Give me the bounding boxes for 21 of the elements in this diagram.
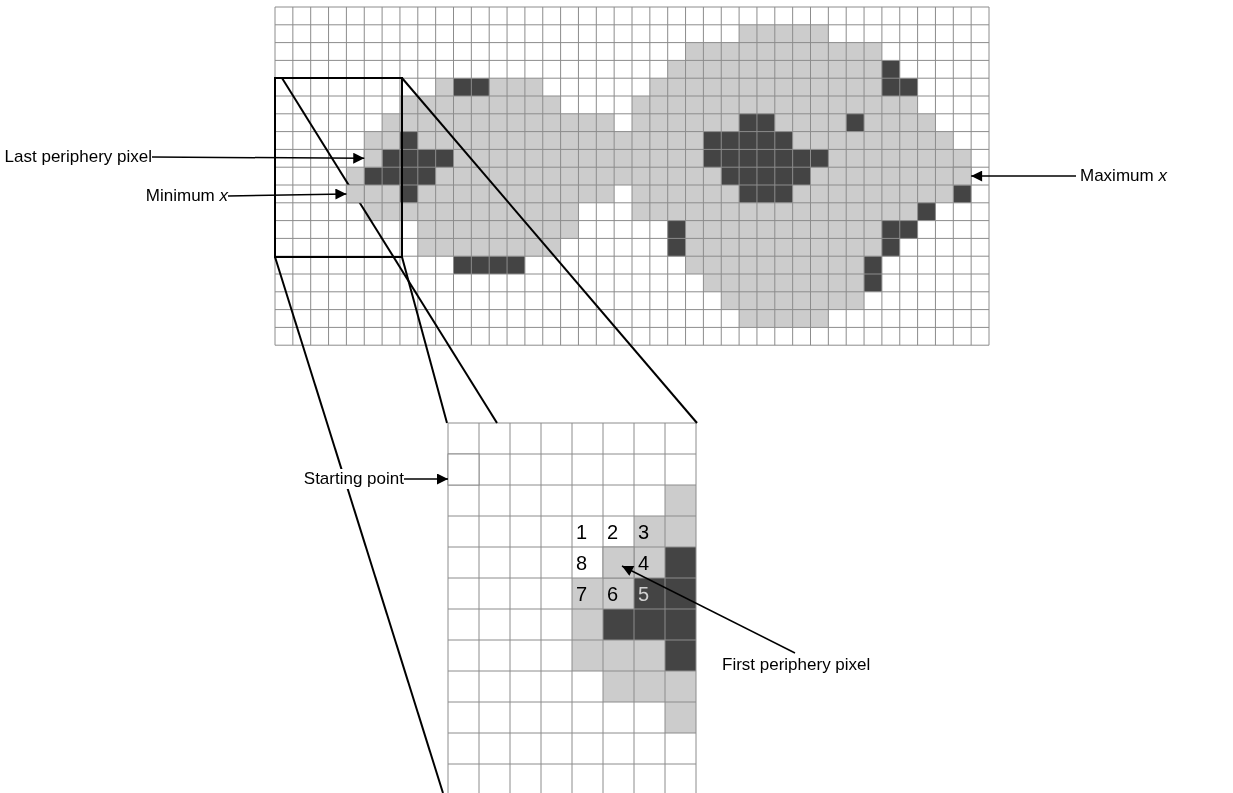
pixel-cell <box>363 148 383 168</box>
cell-number: 2 <box>607 520 619 544</box>
pixel-cell <box>345 184 365 204</box>
callout-label: Last periphery pixel <box>4 147 152 167</box>
pixel-cell <box>447 453 480 486</box>
cell-number: 4 <box>638 551 650 575</box>
leader-arrow <box>403 473 449 485</box>
cell-number: 7 <box>576 582 588 606</box>
cell-number: 6 <box>607 582 619 606</box>
leader-arrow <box>970 170 1077 182</box>
leader-arrow <box>621 565 796 654</box>
cell-number: 3 <box>638 520 650 544</box>
cell-number: 5 <box>638 582 650 606</box>
leader-arrow <box>227 188 348 200</box>
cell-number: 8 <box>576 551 588 575</box>
pixel-cell <box>952 166 972 186</box>
cell-number: 1 <box>576 520 588 544</box>
leader-arrow <box>151 152 365 164</box>
callout-label: First periphery pixel <box>722 655 871 675</box>
callout-label: Starting point <box>303 469 404 489</box>
pixel-cell <box>602 546 635 579</box>
